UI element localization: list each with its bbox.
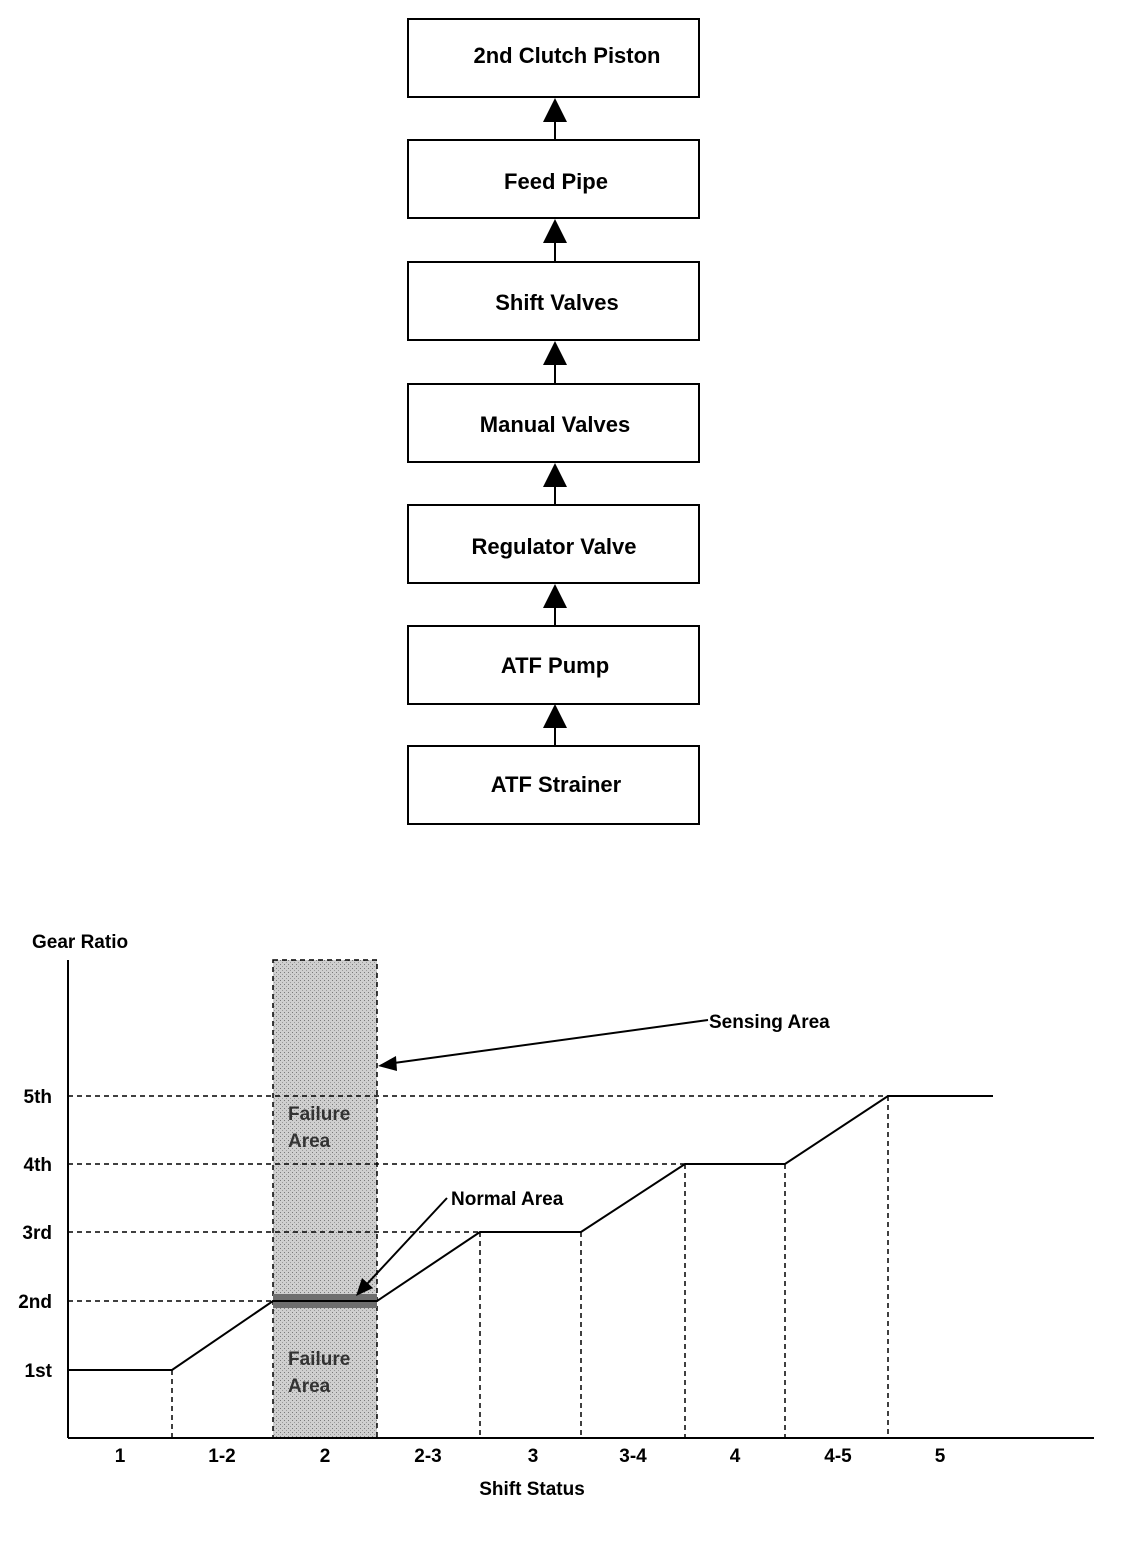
y-tick-label: 4th [24,1155,53,1176]
x-axis-label: Shift Status [479,1479,585,1500]
x-tick-label: 3-4 [619,1446,647,1467]
x-tick-label: 5 [935,1446,946,1467]
sensing-area-band [273,960,377,1438]
x-tick-label: 4 [730,1446,741,1467]
gear-ratio-graph: Gear Ratio Shift Status 1st 2nd 3rd 4th … [18,932,1094,1500]
y-tick-label: 2nd [18,1292,52,1313]
y-tick-label: 1st [25,1361,53,1382]
flow-block-manual-valves: Manual Valves [407,383,700,463]
failure-area-upper-label: Failure [288,1104,350,1125]
sensing-area-arrow-icon [378,1056,397,1071]
flow-block-label: Feed Pipe [504,169,608,194]
x-tick-label: 4-5 [824,1446,852,1467]
flow-block-regulator-valve: Regulator Valve [407,504,700,584]
flow-block-label: ATF Strainer [491,772,622,797]
flow-block-feed-pipe: Feed Pipe [407,139,700,219]
x-tick-label: 1-2 [208,1446,235,1467]
x-tick-label: 1 [115,1446,126,1467]
normal-area-arrow-icon [356,1278,373,1296]
flow-block-label: Shift Valves [495,290,619,315]
flow-arrow-up-icon [543,463,567,505]
x-tick-label: 3 [528,1446,539,1467]
flow-diagram: 2nd Clutch Piston Feed Pipe Shift Valves… [407,18,700,825]
flow-block-label: Manual Valves [480,412,630,437]
x-tick-label: 2-3 [414,1446,441,1467]
flow-block-atf-pump: ATF Pump [407,625,700,705]
failure-area-upper-label: Area [288,1131,331,1152]
sensing-area-label: Sensing Area [709,1012,830,1033]
flow-block-atf-strainer: ATF Strainer [407,745,700,825]
y-axis-label: Gear Ratio [32,932,128,953]
normal-area-leader [366,1197,448,1285]
y-tick-label: 3rd [22,1223,52,1244]
flow-block-label: Regulator Valve [471,534,636,559]
gear-ratio-curve [68,1095,993,1371]
flow-block-clutch-piston: 2nd Clutch Piston [407,18,700,98]
flow-arrow-up-icon [543,341,567,384]
flow-block-shift-valves: Shift Valves [407,261,700,341]
y-tick-label: 5th [24,1087,53,1108]
flow-arrow-up-icon [543,98,567,140]
x-tick-label: 2 [320,1446,331,1467]
flow-arrow-up-icon [543,584,567,626]
normal-area-label: Normal Area [451,1189,564,1210]
sensing-area-leader [393,1019,709,1064]
flow-arrow-up-icon [543,704,567,746]
failure-area-lower-label: Area [288,1376,331,1397]
flow-block-label: ATF Pump [501,653,609,678]
flow-block-label: 2nd Clutch Piston [474,43,661,68]
flow-arrow-up-icon [543,219,567,262]
failure-area-lower-label: Failure [288,1349,350,1370]
